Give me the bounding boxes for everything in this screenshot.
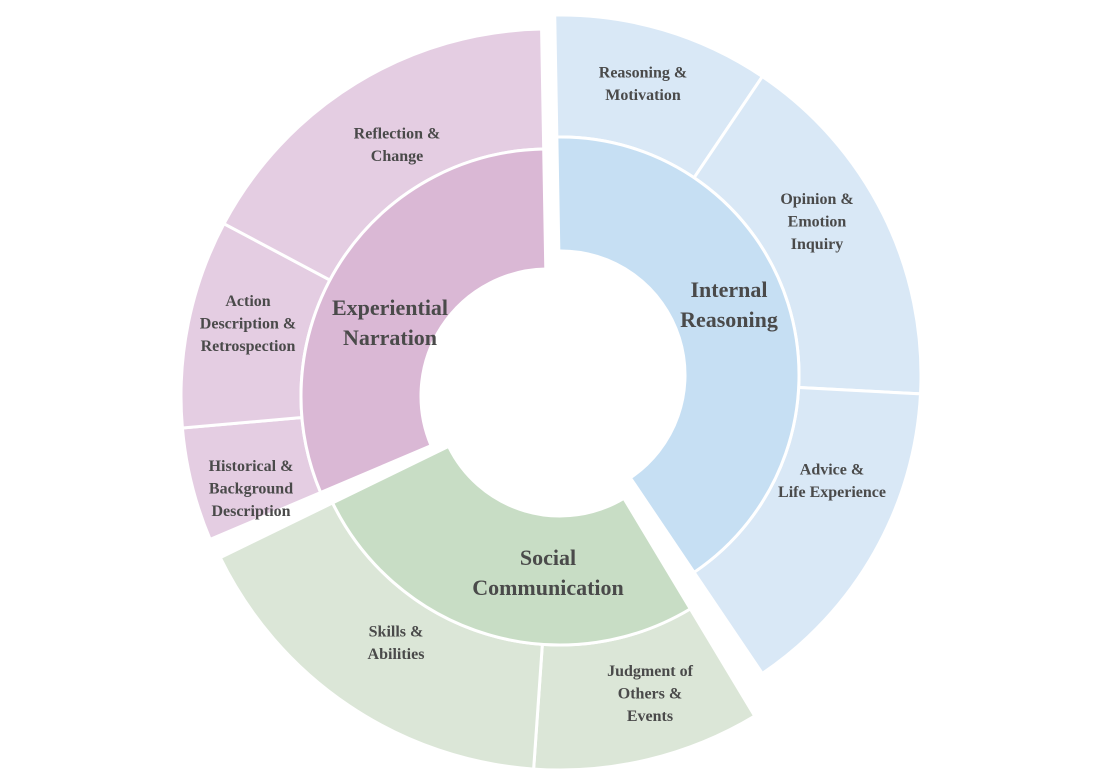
category-experiential (299, 147, 548, 495)
segment-label-skills-abilities: Skills &Abilities (368, 623, 425, 663)
segment-label-advice-life: Advice &Life Experience (778, 461, 886, 501)
category-internal (555, 135, 801, 575)
segment-label-reasoning-motivation: Reasoning &Motivation (599, 64, 687, 104)
segment-label-reflection-change: Reflection &Change (354, 125, 441, 165)
wedge-layer (179, 13, 923, 772)
category-social (330, 444, 693, 647)
